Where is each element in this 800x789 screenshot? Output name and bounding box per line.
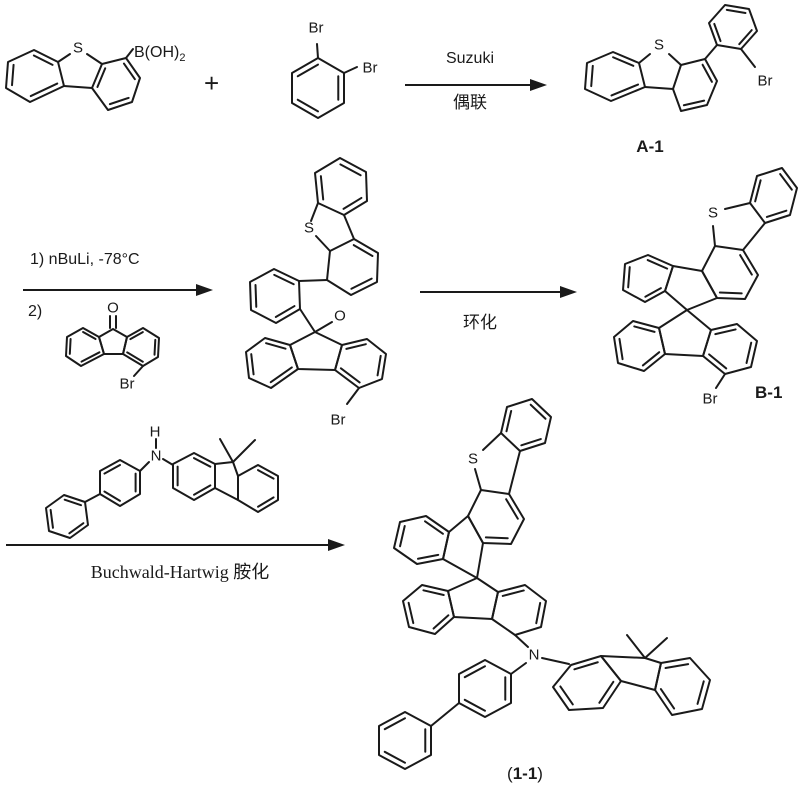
step2-condition-2: 2) — [28, 303, 43, 320]
atom-label-s: S — [304, 220, 314, 237]
structure-biphenyl-dimethylfluorenyl-amine: H N — [45, 424, 279, 539]
atom-label-o: O — [334, 308, 346, 325]
structure-dibromobenzene: Br Br — [291, 20, 378, 119]
atom-label-s: S — [73, 40, 83, 57]
atom-label-br: Br — [703, 391, 718, 408]
product-label-1-1: (1-1) — [470, 764, 580, 784]
product-label-a1: A-1 — [636, 137, 664, 156]
structure-product-a1: S Br — [584, 4, 773, 112]
atom-label-br: Br — [309, 20, 324, 37]
arrow1-condition-bottom: 偶联 — [453, 93, 487, 112]
arrow3-condition-bottom: Buchwald-Hartwig 胺化 — [90, 562, 270, 582]
arrow2-condition-bottom: 环化 — [463, 313, 497, 332]
boron-group-subscript: 2 — [179, 52, 186, 65]
atom-label-br: Br — [363, 60, 378, 77]
atom-label-s: S — [468, 451, 478, 468]
arrow1-condition-top: Suzuki — [445, 50, 495, 67]
paren-open: ( — [507, 764, 513, 783]
boron-group-text: B(OH) — [134, 44, 180, 61]
structure-final-product: S N — [378, 398, 711, 770]
atom-label-br: Br — [758, 73, 773, 90]
structure-product-b1: S Br — [613, 167, 798, 408]
reaction-arrow-1 — [405, 79, 547, 91]
step2-condition-1: 1) nBuLi, -78°C — [30, 251, 140, 268]
plus-sign: + — [204, 68, 220, 98]
atom-label-s: S — [654, 37, 664, 54]
atom-label-h: H — [150, 424, 161, 441]
reaction-arrow-2b — [420, 286, 577, 298]
structure-dibenzothiophene-boronic-acid: S — [5, 40, 141, 111]
atom-label-br: Br — [331, 412, 346, 429]
product-label-b1: B-1 — [755, 383, 783, 402]
paren-close: ) — [537, 764, 543, 783]
reaction-arrow-3 — [6, 539, 345, 551]
atom-label-s: S — [708, 205, 718, 222]
structure-carbinol-intermediate: S O Br — [245, 157, 387, 429]
final-code: 1-1 — [512, 764, 538, 783]
atom-label-br: Br — [120, 376, 135, 393]
atom-label-n: N — [151, 448, 162, 465]
atom-label-o: O — [107, 300, 119, 317]
atom-label-n: N — [529, 647, 540, 664]
structure-bromofluorenone: O Br — [65, 300, 160, 393]
reaction-arrow-2a — [23, 284, 213, 296]
boronic-acid-group-label: B(OH)2 — [134, 44, 185, 64]
